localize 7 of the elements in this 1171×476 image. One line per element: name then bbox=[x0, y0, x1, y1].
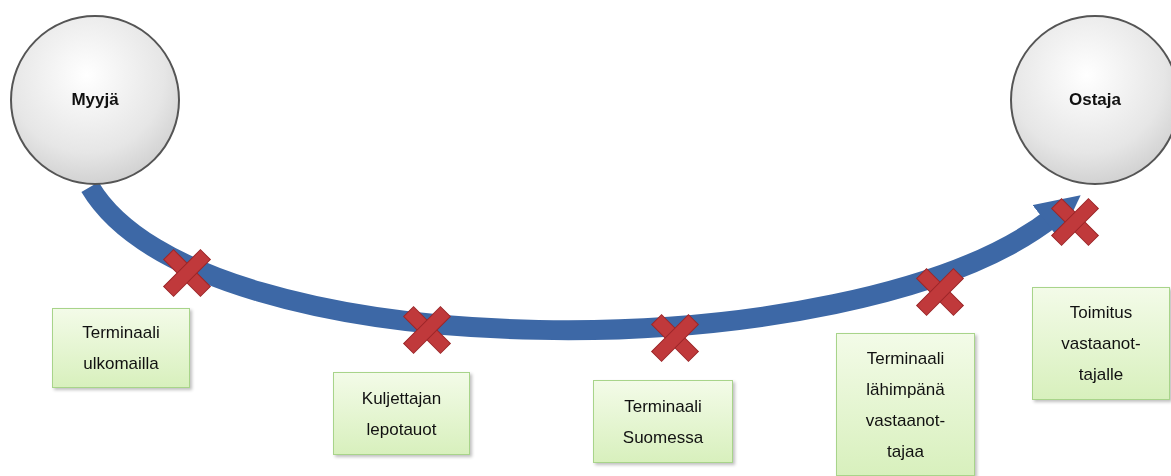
stage-box: Terminaali Suomessa bbox=[593, 380, 733, 463]
stage-box: Terminaali lähimpänä vastaanot-tajaa bbox=[836, 333, 975, 476]
stage-box: Terminaali ulkomailla bbox=[52, 308, 190, 388]
party-circle: Ostaja bbox=[1010, 15, 1171, 185]
stage-box: Kuljettajan lepotauot bbox=[333, 372, 470, 455]
stage-box: Toimitus vastaanot-tajalle bbox=[1032, 287, 1170, 400]
party-circle: Myyjä bbox=[10, 15, 180, 185]
